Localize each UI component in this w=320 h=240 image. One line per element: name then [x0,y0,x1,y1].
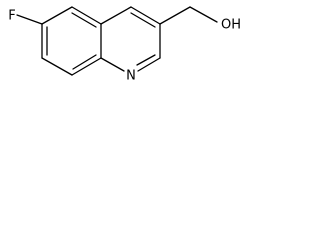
bond-c8-c8a [71,57,102,76]
bond-c8-c8a-inner [72,54,97,70]
benzene-ring [41,6,102,76]
bond-c2-n1 [137,57,161,72]
bond-c4a-c5 [71,6,102,25]
bond-c4a-c5-inner [71,12,97,28]
hydroxyl-group-label: OH [221,18,241,33]
bond-ch2-oh [189,6,218,23]
bond-c4-c3 [130,6,161,25]
bond-c4-c3-inner [130,12,156,28]
structure-diagram: F N OH [8,6,241,84]
bond-c2-n1-inner [136,54,156,66]
fluorine-atom-label: F [8,9,15,24]
bond-n1-c8a [100,57,125,72]
pyridine-ring [100,6,161,72]
nitrogen-atom-label: N [126,69,136,84]
bond-c7-c8 [41,57,73,76]
bond-c3-ch2 [159,6,191,25]
bond-c4a-c4 [100,6,132,25]
bond-c6-fluorine [16,14,43,25]
bond-c5-c6 [41,6,73,25]
